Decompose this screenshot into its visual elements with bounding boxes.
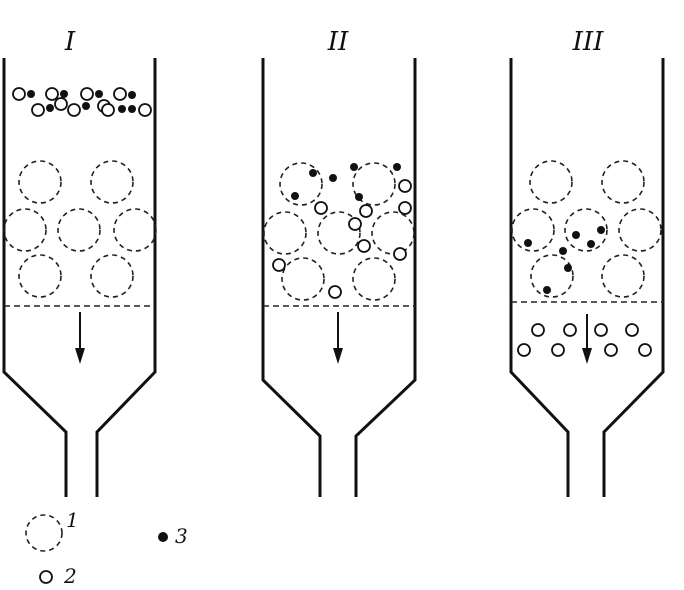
column-2-open-circles (272, 179, 412, 299)
panel-label-2: II (327, 27, 349, 57)
column-1-sample-band (12, 87, 152, 117)
legend-item-1: 1 (25, 508, 79, 552)
column-3-eluted-circles (517, 323, 652, 357)
column-2-flow-arrow (333, 312, 343, 364)
column-1-left-wall (2, 58, 68, 497)
legend-item-3: 3 (158, 524, 188, 548)
column-2-beads (263, 162, 415, 301)
column-2-dots (291, 163, 401, 201)
legend: 1 2 3 (25, 508, 188, 588)
legend-label-2: 2 (63, 564, 77, 588)
column-2-right-wall (354, 58, 417, 497)
legend-open-circle-marker (39, 570, 53, 584)
column-3-beads (511, 160, 662, 298)
column-1-right-wall (95, 58, 157, 497)
column-3-dots (524, 226, 605, 294)
column-2-left-wall (261, 58, 322, 497)
legend-bead-marker (25, 514, 63, 552)
column-1-flow-arrow (75, 312, 85, 364)
column-1 (2, 58, 157, 497)
legend-label-3: 3 (175, 524, 188, 548)
column-3-right-wall (602, 58, 665, 497)
column-3-flow-arrow (582, 314, 592, 364)
panel-label-3: III (572, 27, 605, 57)
column-3-left-wall (509, 58, 570, 497)
legend-filled-dot-marker (158, 532, 168, 542)
legend-item-2: 2 (39, 564, 77, 588)
column-1-beads (3, 160, 157, 298)
panel-label-1: I (64, 27, 76, 57)
column-3 (509, 58, 665, 497)
column-2 (261, 58, 417, 497)
legend-label-1: 1 (66, 508, 79, 532)
